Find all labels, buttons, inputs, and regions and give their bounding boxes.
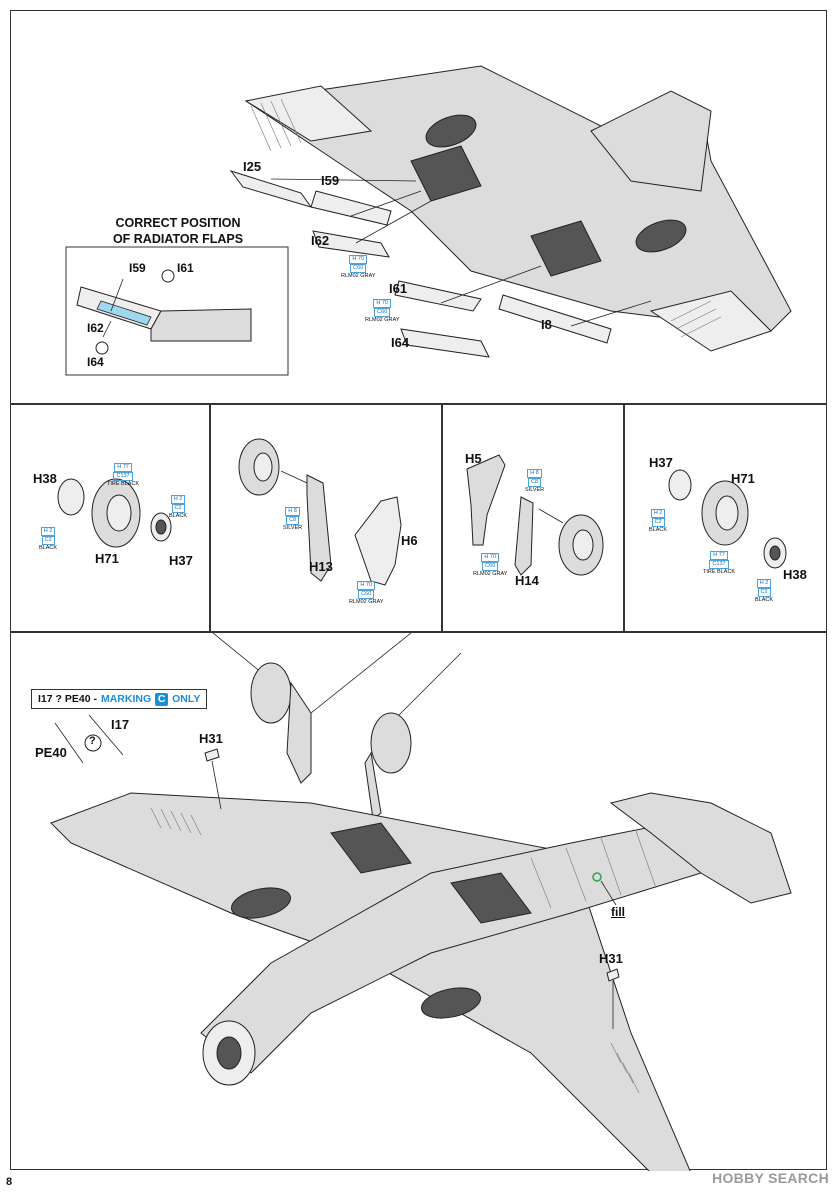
paint-code-black-1: H 2 C2 BLACK (39, 527, 58, 551)
part-label-h37: H37 (169, 553, 193, 568)
part-label-h71-right: H71 (731, 471, 755, 486)
inset-title-line2: OF RADIATOR FLAPS (112, 232, 244, 246)
part-label-h37-right: H37 (649, 455, 673, 470)
paint-code-gray: H 70 C60 RLM02 GRAY (349, 581, 384, 605)
middle-center-right-panel: H5 H14 H 8 C8 SILVER H 70 C60 RLM02 GRAY (442, 404, 624, 632)
part-label-i62: I62 (311, 233, 330, 248)
part-label-h31-a: H31 (199, 731, 223, 746)
paint-code-silver-2: H 8 C8 SILVER (525, 469, 545, 493)
marking-suffix: ONLY (172, 693, 201, 705)
inset-title: CORRECT POSITION OF RADIATOR FLAPS (67, 215, 289, 247)
right-gear-leg-drawing (466, 454, 604, 576)
right-wheel-drawing (668, 469, 787, 569)
part-label-pe40: PE40 (35, 745, 67, 760)
part-label-h5: H5 (465, 451, 482, 466)
wing-underside-drawing (65, 65, 792, 376)
middle-right-panel: H37 H71 H38 H 2 C2 BLACK H 77 C137 TIRE … (624, 404, 827, 632)
inset-label-i62: I62 (87, 321, 104, 335)
part-label-h6: H6 (401, 533, 418, 548)
paint-code-1: H 70 C60 RLM02 GRAY (341, 255, 376, 279)
paint-code-tire-2: H 77 C137 TIRE BLACK (703, 551, 736, 575)
part-label-h14: H14 (515, 573, 539, 588)
left-wheel-drawing (57, 478, 172, 548)
middle-left-panel: H38 H71 H37 H 77 C137 TIRE BLACK H 2 C2 … (10, 404, 210, 632)
watermark: HOBBY SEARCH (712, 1170, 829, 1186)
paint-code-black-4: H 2 C2 BLACK (755, 579, 774, 603)
paint-code-silver: H 8 C8 SILVER (283, 507, 303, 531)
left-gear-leg-drawing (238, 438, 402, 586)
inset-label-i64: I64 (87, 355, 104, 369)
question-mark: ? (89, 735, 96, 747)
paint-code-tire: H 77 C137 TIRE BLACK (107, 463, 140, 487)
aircraft-underside-drawing (50, 633, 792, 1171)
bottom-panel: I17 ? PE40 - MARKING C ONLY PE40 I17 ? H… (10, 632, 827, 1171)
part-label-i25: I25 (243, 159, 262, 174)
paint-code-2: H 70 C60 RLM02 GRAY (365, 299, 400, 323)
part-label-i17: I17 (111, 717, 130, 732)
marking-note: I17 ? PE40 - MARKING C ONLY (31, 689, 208, 709)
part-label-i64: I64 (391, 335, 410, 350)
part-label-i61: I61 (389, 281, 408, 296)
paint-code-black-2: H 2 C2 BLACK (169, 495, 188, 519)
middle-center-left-panel: H13 H6 H 8 C8 SILVER H 70 C60 RLM02 GRAY (210, 404, 442, 632)
top-panel: CORRECT POSITION OF RADIATOR FLAPS I25 I… (10, 10, 827, 404)
paint-code-black-3: H 2 C2 BLACK (649, 509, 668, 533)
fill-label: fill (611, 905, 625, 919)
page-number: 8 (6, 1176, 13, 1188)
inset-title-line1: CORRECT POSITION (115, 216, 241, 230)
part-label-h31-b: H31 (599, 951, 623, 966)
marking-letter-badge: C (155, 692, 169, 706)
inset-label-i59: I59 (129, 261, 146, 275)
paint-code-gray-2: H 70 C60 RLM02 GRAY (473, 553, 508, 577)
marking-word: MARKING (100, 693, 152, 705)
part-label-h38: H38 (33, 471, 57, 486)
part-label-h71: H71 (95, 551, 119, 566)
part-label-h13: H13 (309, 559, 333, 574)
part-label-i8: I8 (541, 317, 552, 332)
marking-prefix: I17 ? PE40 - (38, 693, 97, 705)
part-label-i59: I59 (321, 173, 340, 188)
part-label-h38-right: H38 (783, 567, 807, 582)
inset-label-i61: I61 (177, 261, 194, 275)
